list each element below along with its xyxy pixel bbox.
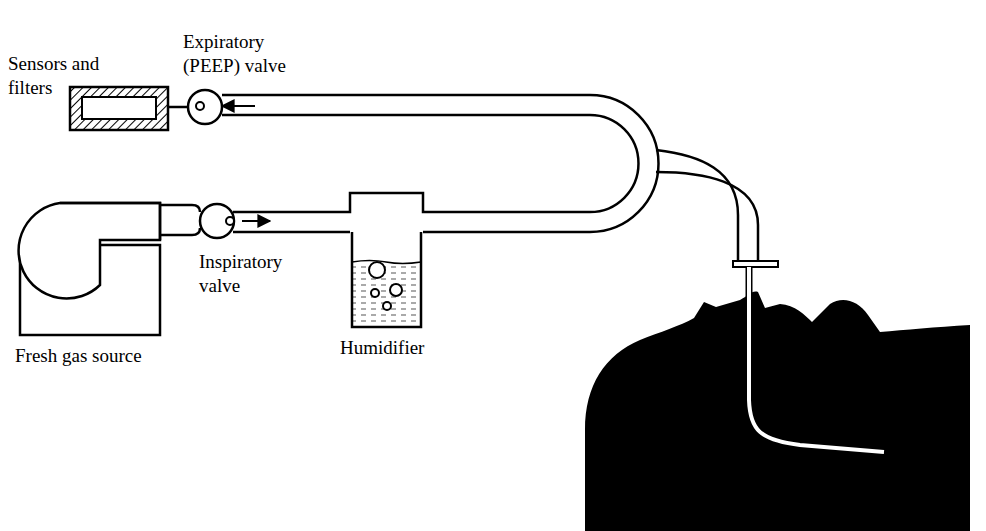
- blower: [19, 203, 200, 335]
- expiratory-valve: [168, 90, 255, 124]
- part-label: Fresh gas source: [15, 344, 185, 368]
- u-bend: [590, 95, 658, 232]
- part-label: Inspiratory valve: [199, 250, 309, 298]
- part-label: Humidifier: [340, 336, 460, 360]
- humidifier: [352, 232, 421, 327]
- sensors-filters-box: [70, 87, 168, 130]
- inspiratory-tube: [233, 193, 590, 212]
- y-piece: [656, 150, 778, 267]
- endotracheal-tube: [749, 267, 884, 452]
- patient-silhouette: [585, 292, 970, 531]
- expiratory-tube: [222, 95, 590, 115]
- part-label: Sensors and filters: [8, 52, 123, 100]
- part-label: Expiratory (PEEP) valve: [183, 30, 303, 78]
